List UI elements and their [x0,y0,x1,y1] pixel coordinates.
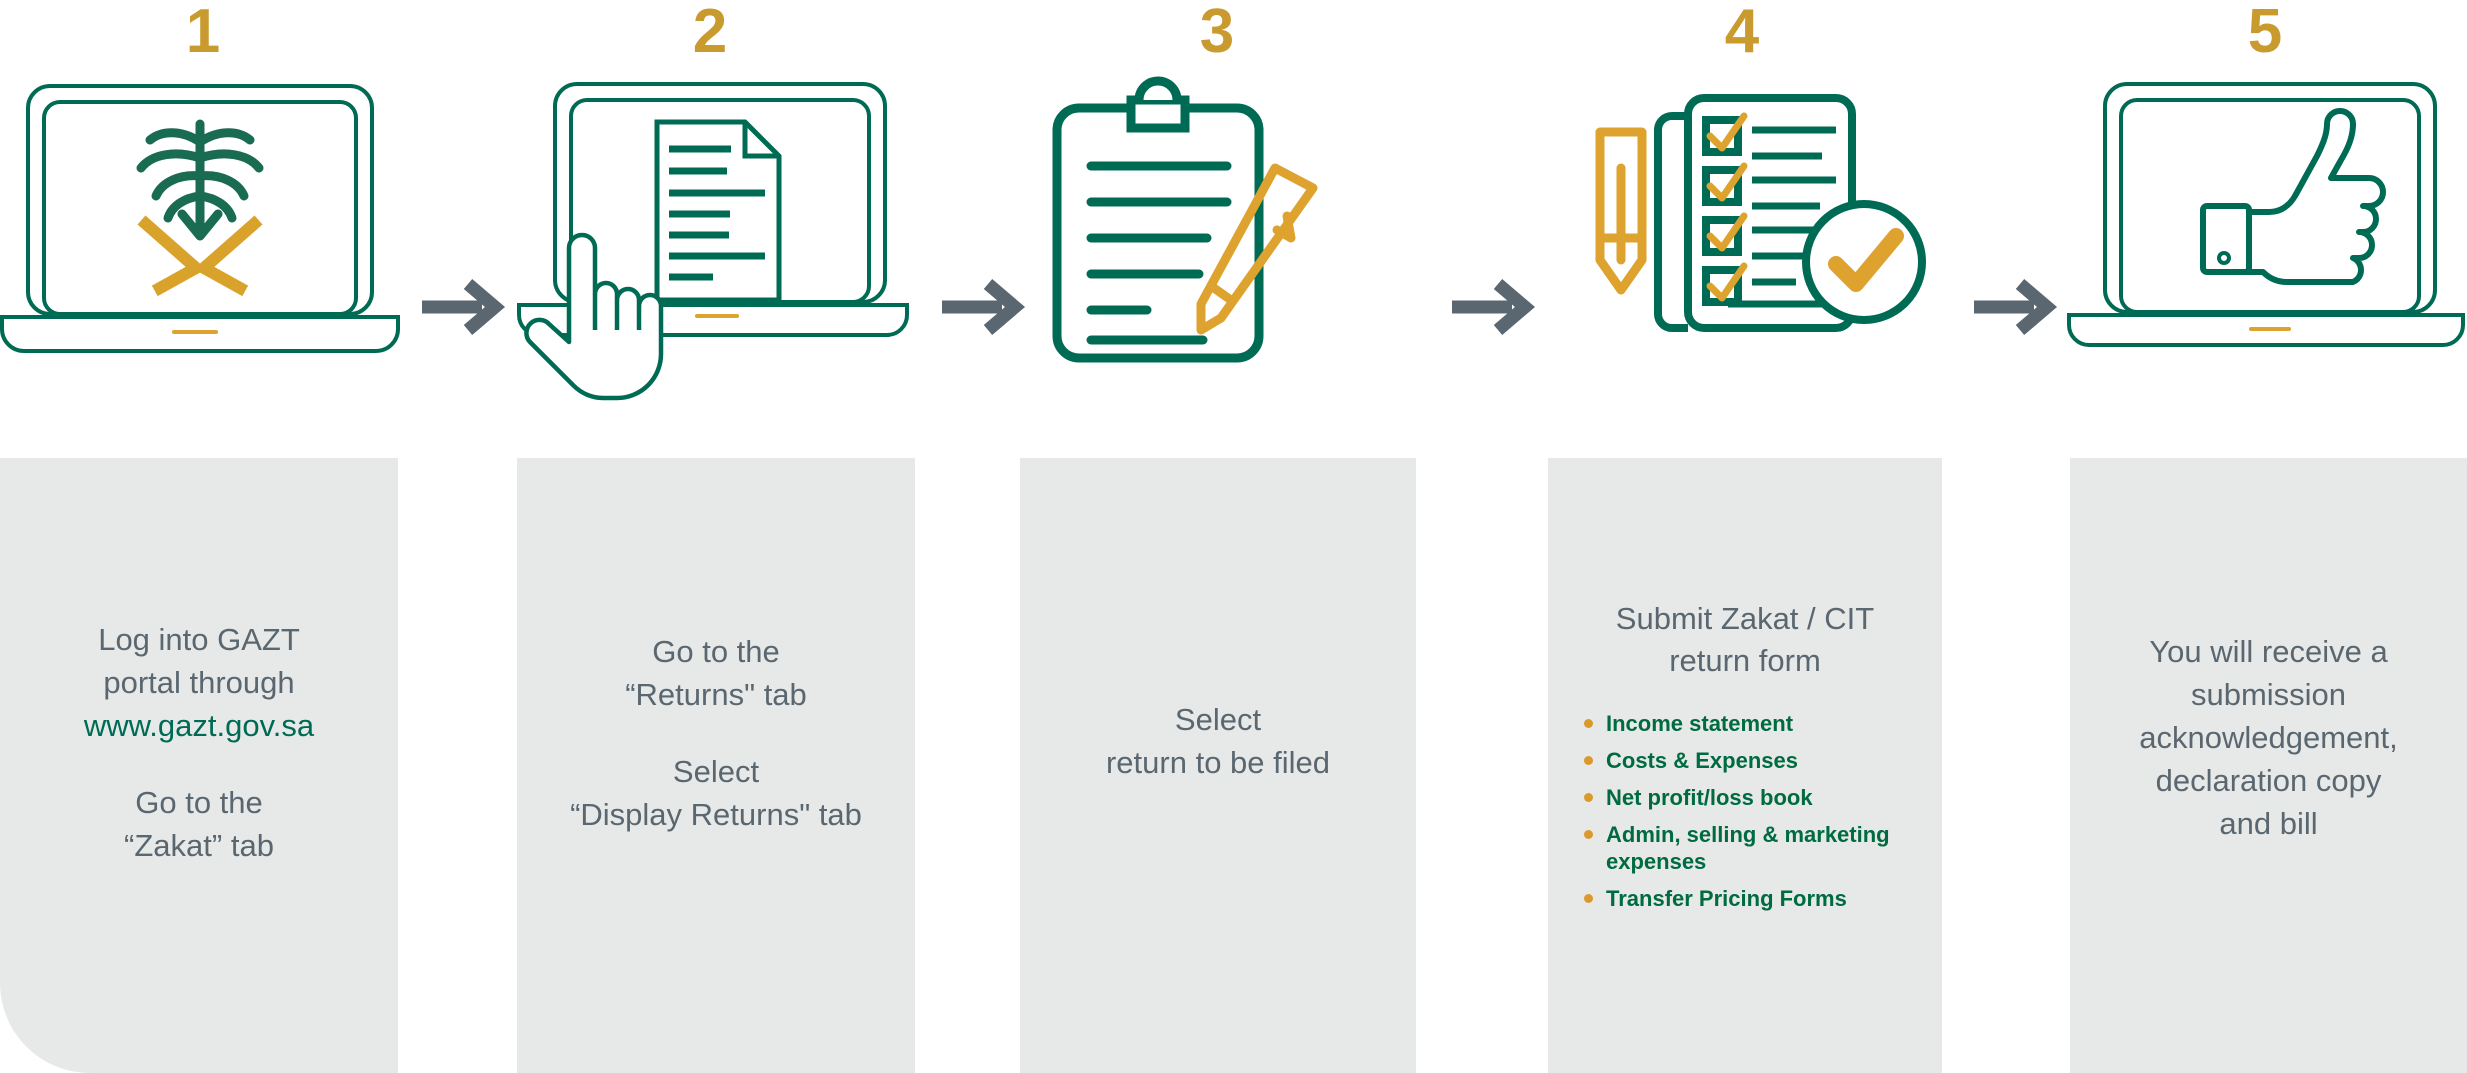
laptop-thumbs-up-icon [2065,72,2465,452]
step-1-line-5: Go to the [135,785,263,820]
step-2-line-1: Go to the [652,634,780,669]
step-1-paragraph-spacer [14,747,384,781]
step-3-text: Select return to be filed [1034,698,1402,784]
step-5-line-1: You will receive a [2149,634,2388,669]
step-4-bullet-5: Transfer Pricing Forms [1606,886,1847,911]
step-panel-3: Select return to be filed [1020,458,1416,1073]
step-panel-2: Go to the “Returns" tab Select “Display … [517,458,915,1073]
arrow-step-1-to-2 [410,262,520,352]
step-number-2: 2 [692,0,728,66]
checklist-pencil-approved-icon [1548,72,1948,452]
step-5-line-3: acknowledgement, [2139,720,2398,755]
step-panel-5: You will receive a submission acknowledg… [2070,458,2467,1073]
step-5-line-4: declaration copy [2155,763,2382,798]
step-1-text: Log into GAZT portal through www.gazt.go… [14,618,384,867]
step-2-line-4: Select [672,754,760,789]
list-item: Net profit/loss book [1582,784,1908,811]
arrow-step-4-to-5 [1962,262,2072,352]
step-4-heading: Submit Zakat / CIT return form [1582,598,1908,682]
step-number-5: 5 [2247,0,2283,66]
step-panel-1: Log into GAZT portal through www.gazt.go… [0,458,398,1073]
step-2-text: Go to the “Returns" tab Select “Display … [531,630,901,836]
bullet-dot-icon [1584,756,1593,765]
bullet-dot-icon [1584,894,1593,903]
step-icons-row [0,72,2467,452]
step-5-text: You will receive a submission acknowledg… [2084,630,2453,845]
list-item: Income statement [1582,710,1908,737]
step-1-line-1: Log into GAZT [98,622,300,657]
step-number-1: 1 [185,0,221,66]
step-4-bullet-3: Net profit/loss book [1606,785,1813,810]
gazt-portal-link[interactable]: www.gazt.gov.sa [83,708,315,743]
step-4-heading-line-2: return form [1669,643,1821,678]
step-number-4: 4 [1724,0,1760,66]
step-4-bullet-1: Income statement [1606,711,1794,736]
arrow-step-3-to-4 [1440,262,1550,352]
bullet-dot-icon [1584,830,1593,839]
step-4-bullet-list: Income statement Costs & Expenses Net pr… [1582,710,1908,912]
step-panel-4: Submit Zakat / CIT return form Income st… [1548,458,1942,1073]
step-2-line-5: “Display Returns" tab [570,797,862,832]
step-4-bullet-2: Costs & Expenses [1606,748,1798,773]
bullet-dot-icon [1584,719,1593,728]
list-item: Transfer Pricing Forms [1582,885,1908,912]
step-3-line-2: return to be filed [1105,745,1331,780]
step-1-line-6: “Zakat” tab [124,828,274,863]
step-number-3: 3 [1199,0,1235,66]
bullet-dot-icon [1584,793,1593,802]
clipboard-pencil-icon [1035,72,1435,452]
step-2-line-2: “Returns" tab [625,677,807,712]
step-panels-row: Log into GAZT portal through www.gazt.go… [0,458,2467,1073]
step-5-line-5: and bill [2219,806,2318,841]
step-4-bullet-4: Admin, selling & marketing expenses [1606,822,1890,874]
laptop-saudi-emblem-icon [0,72,400,452]
step-3-line-1: Select [1174,702,1262,737]
step-4-heading-line-1: Submit Zakat / CIT [1615,601,1875,636]
step-5-line-2: submission [2190,677,2347,712]
laptop-document-pointing-hand-icon [507,72,909,452]
list-item: Costs & Expenses [1582,747,1908,774]
arrow-step-2-to-3 [930,262,1040,352]
step-2-paragraph-spacer [531,716,901,750]
list-item: Admin, selling & marketing expenses [1582,821,1908,875]
step-numbers-row: 1 2 3 4 5 [0,0,2467,72]
step-1-line-2: portal through [103,665,295,700]
